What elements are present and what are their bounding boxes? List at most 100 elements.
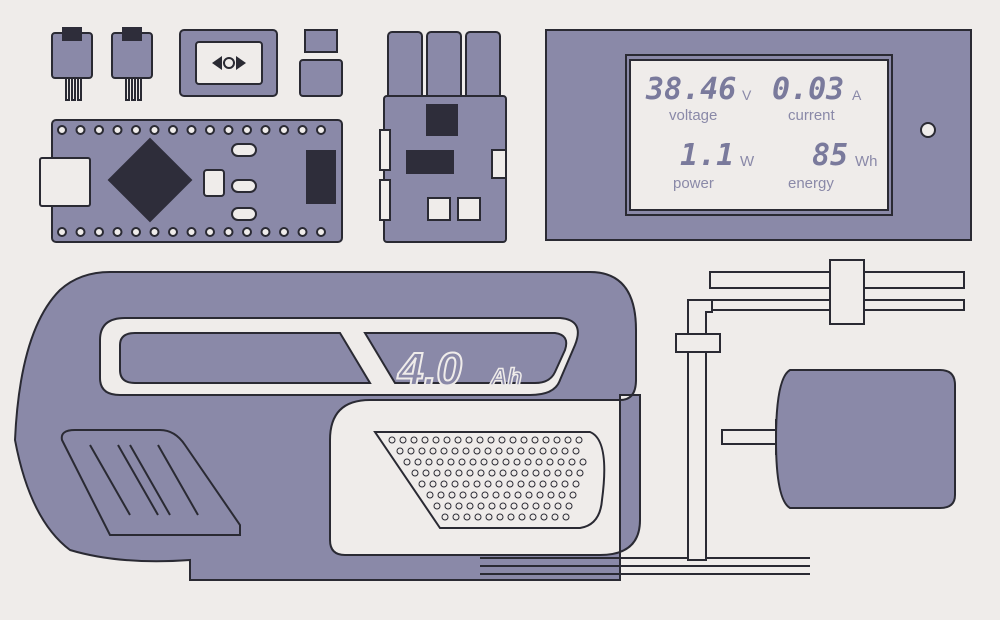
speaker-hole	[411, 469, 419, 477]
speaker-hole	[462, 447, 470, 455]
pin-hole	[94, 125, 104, 135]
speaker-hole	[496, 513, 504, 521]
pin-hole	[316, 227, 326, 237]
speaker-hole	[425, 458, 433, 466]
pin-hole	[94, 227, 104, 237]
speaker-hole	[506, 447, 514, 455]
speaker-hole	[418, 447, 426, 455]
speaker-hole	[521, 469, 529, 477]
speaker-hole	[521, 502, 529, 510]
energy-value: 85	[812, 138, 849, 173]
speaker-hole	[498, 436, 506, 444]
speaker-hole	[488, 502, 496, 510]
pin-hole	[131, 227, 141, 237]
speaker-hole	[459, 491, 467, 499]
speaker-hole	[575, 436, 583, 444]
speaker-hole	[572, 447, 580, 455]
speaker-hole	[466, 469, 474, 477]
speaker-hole	[436, 458, 444, 466]
speaker-hole	[474, 513, 482, 521]
speaker-hole	[488, 469, 496, 477]
speaker-hole	[414, 458, 422, 466]
pin-hole	[316, 125, 326, 135]
speaker-hole	[437, 491, 445, 499]
speaker-hole	[531, 436, 539, 444]
speaker-hole	[433, 502, 441, 510]
pin-hole	[205, 125, 215, 135]
pin-hole	[297, 227, 308, 237]
speaker-hole	[495, 480, 503, 488]
speaker-hole	[440, 480, 448, 488]
fuse	[299, 29, 343, 97]
pin-hole	[57, 227, 67, 237]
speaker-hole	[454, 436, 462, 444]
speaker-hole	[455, 502, 463, 510]
speaker-hole	[499, 469, 507, 477]
speaker-hole	[561, 447, 569, 455]
speaker-hole	[477, 502, 485, 510]
speaker-hole	[444, 469, 452, 477]
speaker-hole	[462, 480, 470, 488]
speaker-hole	[561, 480, 569, 488]
battery-unit: Ah	[489, 364, 522, 391]
pin-hole	[168, 227, 178, 237]
speaker-hole	[513, 458, 521, 466]
pin-hole	[279, 227, 289, 237]
circle-icon	[223, 57, 235, 69]
speaker-hole	[466, 502, 474, 510]
speaker-hole	[562, 513, 570, 521]
speaker-hole	[557, 458, 565, 466]
speaker-hole	[451, 447, 459, 455]
speaker-hole	[480, 458, 488, 466]
power-unit: W	[740, 153, 755, 170]
speaker-hole	[529, 513, 537, 521]
speaker-hole	[487, 436, 495, 444]
speaker-hole	[576, 469, 584, 477]
speaker-hole	[503, 491, 511, 499]
speaker-hole	[492, 491, 500, 499]
speaker-hole	[525, 491, 533, 499]
speaker-hole	[422, 469, 430, 477]
battery-pack: 4.0 Ah	[13, 271, 810, 581]
speaker-hole	[507, 513, 515, 521]
speaker-hole	[539, 480, 547, 488]
speaker-hole	[458, 458, 466, 466]
speaker-hole	[388, 436, 396, 444]
speaker-hole	[432, 436, 440, 444]
speaker-hole	[447, 458, 455, 466]
speaker-hole	[558, 491, 566, 499]
speaker-hole	[410, 436, 418, 444]
speaker-hole	[539, 447, 547, 455]
current-value: 0.03	[772, 72, 845, 107]
voltage-value: 38.46	[646, 72, 737, 107]
speaker-hole	[469, 458, 477, 466]
speaker-hole	[421, 436, 429, 444]
speaker-hole	[443, 436, 451, 444]
sensor-module-1	[51, 27, 93, 101]
speaker-hole	[554, 469, 562, 477]
speaker-hole	[396, 447, 404, 455]
speaker-hole	[517, 447, 525, 455]
speaker-hole	[470, 491, 478, 499]
rocker-switch	[179, 29, 278, 97]
speaker-hole	[542, 436, 550, 444]
speaker-hole	[550, 480, 558, 488]
speaker-hole	[506, 480, 514, 488]
speaker-hole	[473, 480, 481, 488]
speaker-hole	[528, 480, 536, 488]
speaker-hole	[426, 491, 434, 499]
current-label: current	[788, 107, 835, 124]
speaker-hole	[554, 502, 562, 510]
speaker-hole	[440, 447, 448, 455]
speaker-hole	[477, 469, 485, 477]
speaker-hole	[476, 436, 484, 444]
speaker-hole	[484, 447, 492, 455]
speaker-hole	[441, 513, 449, 521]
speaker-hole	[448, 491, 456, 499]
speaker-hole	[532, 502, 540, 510]
motor-bracket	[675, 259, 965, 561]
voltage-label: voltage	[669, 107, 718, 124]
pin-hole	[279, 125, 289, 135]
